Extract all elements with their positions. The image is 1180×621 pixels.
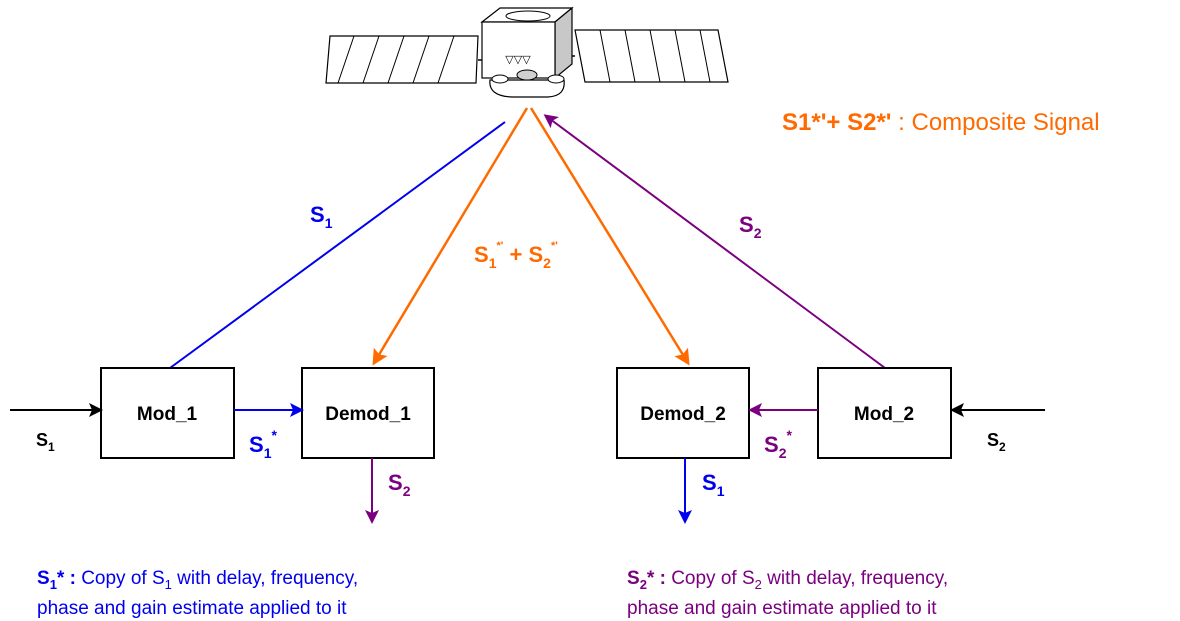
s2-star-note-line2: phase and gain estimate applied to it — [627, 597, 937, 619]
demod2-block: Demod_2 — [616, 367, 750, 459]
uplink-s2 — [543, 114, 886, 369]
mod2-block: Mod_2 — [817, 367, 952, 459]
uplink-s2-label: S2 — [739, 212, 762, 241]
s1-star-note: S1* : Copy of S1 with delay, frequency, … — [37, 567, 358, 621]
downlink-composite-label: S1*' + S2*' — [474, 240, 558, 271]
downlink-to-demod1 — [372, 107, 529, 366]
uplink-s1 — [169, 121, 506, 369]
s2-star-note-line1: S2* : Copy of S2 with delay, frequency, — [627, 568, 949, 592]
demod1-output-label: S2 — [388, 470, 411, 499]
satellite-label: ▽▽▽ — [505, 54, 531, 66]
composite-legend: S1*'+ S2*' : Composite Signal — [782, 109, 1100, 136]
s1-copy-label: S1* — [249, 427, 277, 461]
input-s2-label: S2 — [987, 430, 1006, 454]
s1-star-note-line2: phase and gain estimate applied to it — [37, 597, 347, 619]
s2-star-note: S2* : Copy of S2 with delay, frequency, … — [627, 567, 948, 621]
satellite-icon: ▽▽▽ — [325, 6, 729, 98]
demod2-label: Demod_2 — [640, 404, 726, 425]
mod2-label: Mod_2 — [854, 404, 914, 425]
mod1-label: Mod_1 — [137, 404, 198, 425]
s1-star-note-line1: S1* : Copy of S1 with delay, frequency, — [37, 568, 359, 592]
demod1-block: Demod_1 — [301, 367, 435, 459]
demod1-label: Demod_1 — [325, 404, 411, 425]
mod1-block: Mod_1 — [100, 367, 235, 459]
downlink-to-demod2 — [529, 107, 690, 366]
uplink-s1-label: S1 — [310, 202, 333, 231]
s2-copy-label: S2* — [764, 427, 792, 461]
input-s1-label: S1 — [36, 430, 55, 454]
demod2-output-label: S1 — [702, 470, 725, 499]
